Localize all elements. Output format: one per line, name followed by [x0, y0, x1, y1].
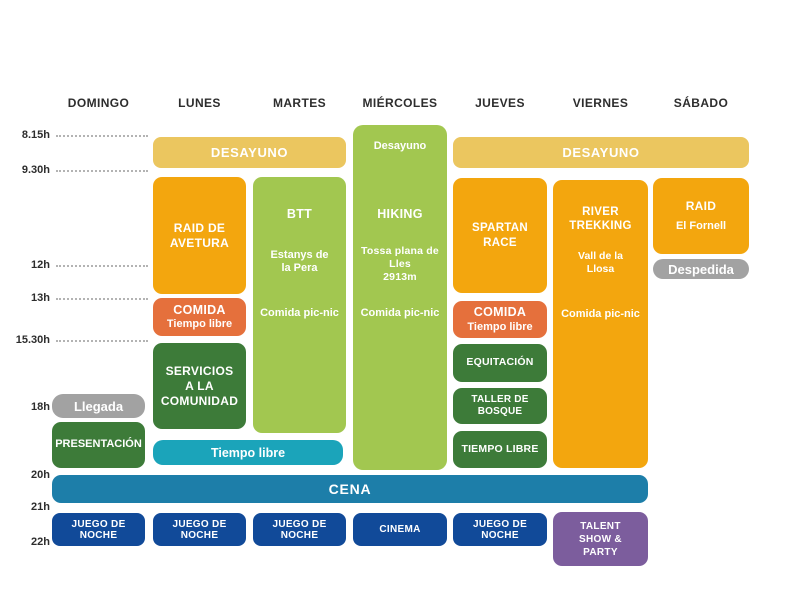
event-location: Estanys de la Pera [270, 249, 329, 275]
event-talent-show-party: TALENT SHOW & PARTY [553, 512, 648, 566]
breakfast-bar-thu-sat: DESAYUNO [453, 137, 749, 168]
breakfast-label: DESAYUNO [562, 145, 640, 160]
event-label: SPARTAN RACE [472, 222, 528, 249]
event-label: TIEMPO LIBRE [461, 442, 539, 455]
event-location: El Fornell [675, 219, 727, 232]
event-label: RAID [685, 198, 717, 213]
event-spartan-race: SPARTAN RACE [453, 178, 547, 293]
event-tiempo-libre-bar: Tiempo libre [153, 440, 343, 465]
dotted-leader [56, 298, 148, 300]
event-label: JUEGO DE NOCHE [272, 518, 327, 541]
event-meal: Comida pic-nic [260, 307, 339, 319]
breakfast-label: DESAYUNO [210, 145, 289, 160]
event-tiempo-libre-jueves: TIEMPO LIBRE [453, 431, 547, 468]
event-label: CINEMA [379, 524, 421, 535]
event-equitacion: EQUITACIÓN [453, 344, 547, 382]
event-cinema: CINEMA [353, 513, 447, 546]
event-label: Tiempo libre [210, 445, 286, 460]
event-label: SERVICIOS A LA COMUNIDAD [160, 363, 239, 408]
event-location: Vall de la Llosa [578, 250, 623, 275]
event-location: Tossa plana de Lles 2913m [361, 245, 439, 284]
event-label: HIKING [377, 207, 423, 221]
event-juego-noche-jueves: JUEGO DE NOCHE [453, 513, 547, 546]
time-label-1530: 15.30h [15, 334, 50, 346]
day-header-martes: MARTES [272, 96, 327, 110]
event-meal: Comida pic-nic [360, 307, 440, 319]
event-meal: Comida pic-nic [561, 308, 640, 320]
event-label: JUEGO DE NOCHE [472, 518, 528, 541]
event-label: BTT [286, 207, 313, 221]
time-label-13: 13h [31, 292, 50, 304]
day-header-domingo: DOMINGO [67, 96, 130, 110]
time-label-22: 22h [31, 536, 50, 548]
event-juego-noche-domingo: JUEGO DE NOCHE [52, 513, 145, 546]
day-header-sabado: SÁBADO [673, 96, 729, 110]
event-river-trekking: RIVER TREKKING Vall de la Llosa Comida p… [553, 180, 648, 468]
event-despedida: Despedida [653, 259, 749, 279]
time-label-12: 12h [31, 259, 50, 271]
event-sublabel: Tiempo libre [166, 318, 233, 331]
event-label: RAID DE AVETURA [169, 220, 230, 250]
dotted-leader [56, 265, 148, 267]
time-label-930: 9.30h [21, 164, 50, 176]
event-juego-noche-martes: JUEGO DE NOCHE [253, 513, 346, 546]
time-label-18: 18h [31, 401, 50, 413]
event-comida-jueves: COMIDA Tiempo libre [453, 301, 547, 338]
event-label: EQUITACIÓN [466, 356, 534, 369]
event-label: JUEGO DE NOCHE [172, 518, 227, 541]
event-label: JUEGO DE NOCHE [71, 518, 126, 541]
event-label: TALENT SHOW & PARTY [579, 520, 622, 558]
event-label: COMIDA [473, 305, 527, 320]
event-servicios-comunidad: SERVICIOS A LA COMUNIDAD [153, 343, 246, 429]
event-taller-de-bosque: TALLER DE BOSQUE [453, 388, 547, 424]
breakfast-bar-mon-tue: DESAYUNO [153, 137, 346, 168]
time-label-20: 20h [31, 469, 50, 481]
day-header-viernes: VIERNES [572, 96, 629, 110]
event-label: COMIDA [173, 302, 226, 317]
event-juego-noche-lunes: JUEGO DE NOCHE [153, 513, 246, 546]
dotted-leader [56, 170, 148, 172]
event-label: CENA [328, 481, 372, 497]
day-header-lunes: LUNES [178, 96, 221, 110]
event-llegada: Llegada [52, 394, 145, 418]
event-raid-de-aventura: RAID DE AVETURA [153, 177, 246, 294]
time-label-21: 21h [31, 501, 50, 513]
time-label-815: 8.15h [21, 129, 50, 141]
event-label: RIVER TREKKING [569, 206, 632, 233]
event-label: Despedida [668, 261, 734, 277]
day-header-jueves: JUEVES [475, 96, 525, 110]
event-sublabel: Tiempo libre [467, 320, 533, 333]
event-comida-lunes: COMIDA Tiempo libre [153, 298, 246, 336]
event-btt: BTT Estanys de la Pera Comida pic-nic [253, 177, 346, 433]
event-cena-bar: CENA [52, 475, 648, 503]
event-label: TALLER DE BOSQUE [471, 393, 529, 418]
event-presentacion: PRESENTACIÓN [52, 422, 145, 468]
day-header-miercoles: MIÉRCOLES [362, 96, 438, 110]
dotted-leader [56, 135, 148, 137]
event-raid-el-fornell: RAID El Fornell [653, 178, 749, 254]
event-label: Llegada [73, 398, 124, 414]
event-hiking: Desayuno HIKING Tossa plana de Lles 2913… [353, 125, 447, 470]
event-breakfast: Desayuno [373, 140, 427, 152]
event-label: PRESENTACIÓN [55, 438, 142, 451]
dotted-leader [56, 340, 148, 342]
